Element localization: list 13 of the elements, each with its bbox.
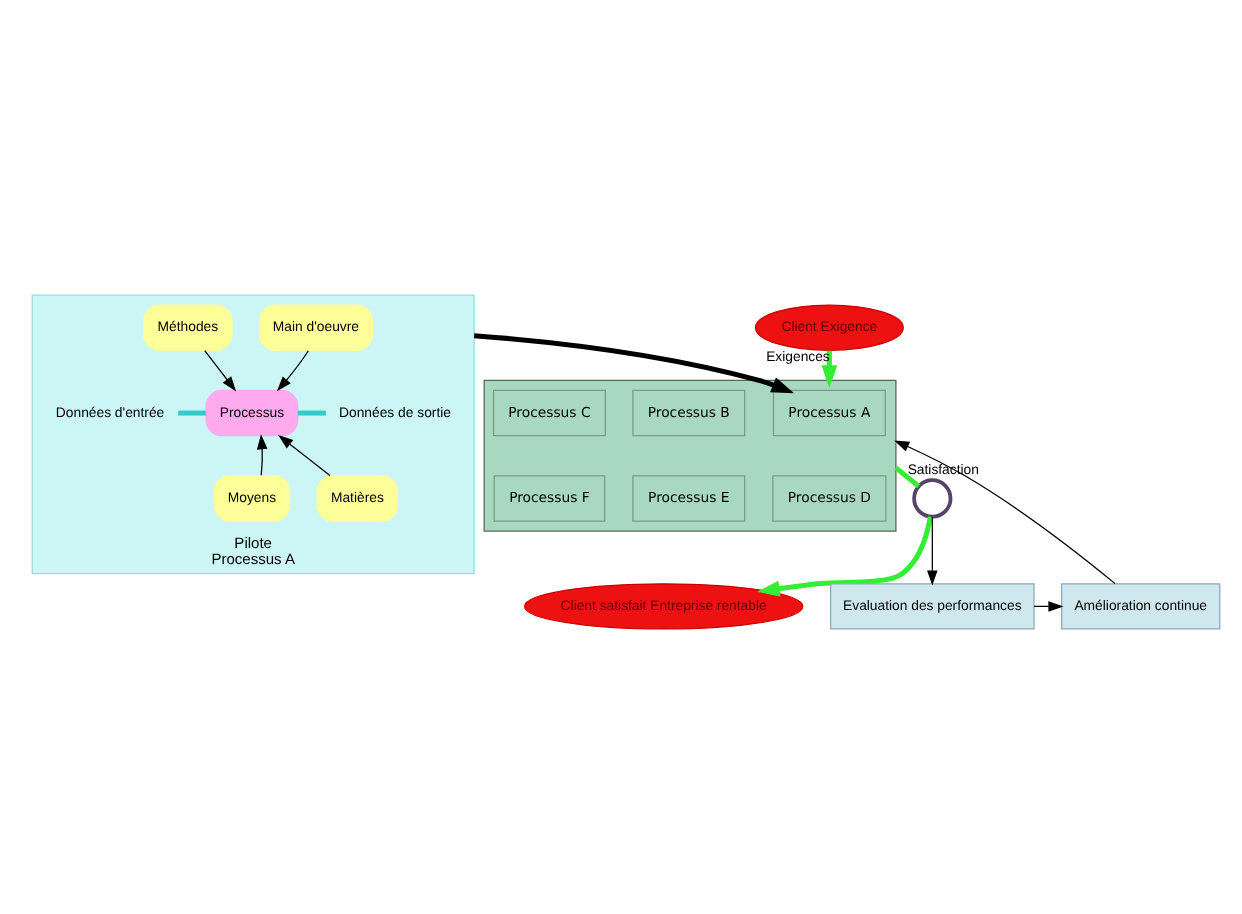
arrow [894, 440, 1116, 585]
arrow [276, 350, 309, 392]
arrow [204, 350, 237, 392]
connector [894, 465, 921, 489]
arrow [278, 434, 331, 477]
node-circle [912, 478, 953, 519]
connector [178, 410, 206, 416]
arrow [256, 434, 268, 476]
arrow [821, 350, 838, 389]
arrow [757, 516, 933, 597]
arrow [473, 333, 795, 394]
arrow [927, 516, 938, 586]
connector [297, 410, 326, 416]
